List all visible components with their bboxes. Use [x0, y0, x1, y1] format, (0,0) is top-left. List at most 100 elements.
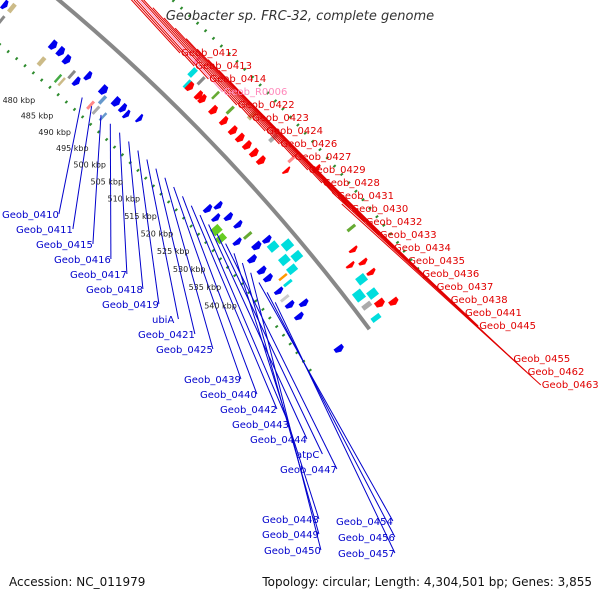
gene-feature[interactable] — [55, 45, 66, 57]
gene-feature[interactable] — [61, 53, 72, 65]
gene-feature[interactable] — [197, 93, 207, 104]
gene-feature[interactable] — [192, 55, 202, 65]
gene-label-forward[interactable]: Geob_0455 — [513, 354, 570, 365]
gene-feature[interactable] — [273, 286, 284, 295]
gene-feature[interactable] — [234, 132, 245, 143]
gene-feature[interactable] — [196, 76, 206, 86]
gene-feature[interactable] — [211, 90, 221, 100]
gene-feature[interactable] — [355, 272, 369, 286]
gene-label-forward[interactable]: Geob_0428 — [323, 178, 380, 189]
gene-feature[interactable] — [278, 272, 288, 282]
gene-feature[interactable] — [71, 76, 81, 87]
gene-feature[interactable] — [241, 140, 252, 150]
gene-feature[interactable] — [242, 231, 253, 240]
gene-feature[interactable] — [266, 240, 280, 253]
gene-label-forward[interactable]: Geob_0430 — [351, 204, 408, 215]
gene-label-reverse[interactable]: Geob_0439 — [184, 375, 241, 386]
gene-feature[interactable] — [358, 257, 368, 266]
gene-label-reverse[interactable]: ubiA — [152, 315, 174, 326]
gene-feature[interactable] — [261, 234, 272, 244]
gene-feature[interactable] — [346, 223, 357, 233]
gene-label-forward[interactable]: Geob_0445 — [479, 321, 536, 332]
gene-feature[interactable] — [91, 105, 101, 115]
gene-feature[interactable] — [7, 2, 17, 14]
gene-feature[interactable] — [233, 219, 243, 229]
gene-label-forward[interactable]: Geob_0433 — [380, 230, 437, 241]
gene-label-reverse[interactable]: Geob_0443 — [232, 420, 289, 431]
gene-label-forward[interactable]: Geob_0424 — [266, 126, 323, 137]
gene-feature[interactable] — [97, 84, 109, 95]
gene-label-reverse[interactable]: Geob_0416 — [54, 255, 111, 266]
gene-label-reverse[interactable]: Geob_0421 — [138, 330, 195, 341]
gene-label-forward[interactable]: Geob_0414 — [209, 74, 266, 85]
gene-label-forward[interactable]: Geob_0432 — [366, 217, 423, 228]
gene-feature[interactable] — [117, 102, 128, 113]
gene-feature[interactable] — [298, 298, 309, 308]
gene-label-reverse[interactable]: Geob_0410 — [2, 210, 59, 221]
gene-feature[interactable] — [366, 287, 380, 300]
gene-label-reverse[interactable]: Geob_0411 — [16, 225, 73, 236]
gene-feature[interactable] — [83, 70, 93, 81]
gene-label-forward[interactable]: Geob_0435 — [408, 256, 465, 267]
gene-feature[interactable] — [279, 294, 290, 303]
gene-feature[interactable] — [388, 296, 399, 306]
gene-label-forward[interactable]: Geob_0437 — [437, 282, 494, 293]
gene-label-reverse[interactable]: Geob_0444 — [250, 435, 307, 446]
gene-label-reverse[interactable]: Geob_0419 — [102, 300, 159, 311]
gene-label-reverse[interactable]: Geob_0449 — [262, 530, 319, 541]
gene-feature[interactable] — [333, 343, 344, 353]
gene-label-forward[interactable]: Geob_0434 — [394, 243, 451, 254]
gene-feature[interactable] — [227, 125, 238, 135]
gene-label-reverse[interactable]: Geob_0440 — [200, 390, 257, 401]
gene-feature[interactable] — [287, 154, 297, 164]
gene-feature[interactable] — [110, 96, 122, 107]
gene-label-reverse[interactable]: Geob_0442 — [220, 405, 277, 416]
gene-label-forward[interactable]: Geob_R0006 — [224, 87, 288, 98]
gene-label-forward[interactable]: Geob_0462 — [528, 367, 585, 378]
gene-feature[interactable] — [255, 155, 266, 165]
gene-label-reverse[interactable]: Geob_0415 — [36, 240, 93, 251]
gene-feature[interactable] — [351, 288, 367, 303]
gene-label-reverse[interactable]: Geob_0456 — [338, 533, 395, 544]
gene-feature[interactable] — [345, 260, 355, 269]
gene-feature[interactable] — [277, 253, 291, 267]
gene-feature[interactable] — [225, 105, 235, 115]
gene-feature[interactable] — [67, 69, 77, 80]
gene-feature[interactable] — [202, 203, 213, 214]
gene-label-forward[interactable]: Geob_0426 — [280, 139, 337, 150]
gene-label-forward[interactable]: Geob_0427 — [295, 152, 352, 163]
gene-label-reverse[interactable]: atpC — [296, 450, 319, 461]
gene-feature[interactable] — [207, 104, 219, 115]
gene-feature[interactable] — [290, 249, 304, 263]
gene-feature[interactable] — [187, 67, 198, 78]
gene-feature[interactable] — [47, 39, 58, 50]
gene-feature[interactable] — [246, 253, 258, 264]
gene-label-reverse[interactable]: Geob_0447 — [280, 465, 337, 476]
gene-feature[interactable] — [223, 211, 234, 222]
gene-label-reverse[interactable]: Geob_0457 — [338, 549, 395, 560]
gene-feature[interactable] — [121, 109, 131, 119]
gene-label-forward[interactable]: Geob_0413 — [195, 61, 252, 72]
gene-label-reverse[interactable]: Geob_0425 — [156, 345, 213, 356]
gene-feature[interactable] — [256, 265, 267, 275]
gene-feature[interactable] — [0, 0, 9, 10]
gene-feature[interactable] — [210, 212, 221, 222]
gene-feature[interactable] — [97, 95, 108, 105]
gene-feature[interactable] — [361, 300, 373, 311]
gene-label-forward[interactable]: Geob_0412 — [181, 48, 238, 59]
gene-feature[interactable] — [218, 115, 229, 126]
gene-label-reverse[interactable]: Geob_0454 — [336, 517, 393, 528]
gene-feature[interactable] — [184, 81, 195, 92]
gene-feature[interactable] — [36, 56, 47, 67]
gene-feature[interactable] — [283, 278, 293, 288]
gene-label-forward[interactable]: Geob_0423 — [252, 113, 309, 124]
gene-feature[interactable] — [285, 263, 299, 276]
gene-label-forward[interactable]: Geob_0436 — [422, 269, 479, 280]
gene-feature[interactable] — [134, 113, 144, 123]
gene-label-reverse[interactable]: Geob_0448 — [262, 515, 319, 526]
gene-label-forward[interactable]: Geob_0441 — [465, 308, 522, 319]
gene-feature[interactable] — [293, 311, 304, 321]
gene-feature[interactable] — [215, 232, 228, 245]
gene-feature[interactable] — [248, 147, 259, 158]
gene-label-reverse[interactable]: Geob_0450 — [264, 546, 321, 557]
